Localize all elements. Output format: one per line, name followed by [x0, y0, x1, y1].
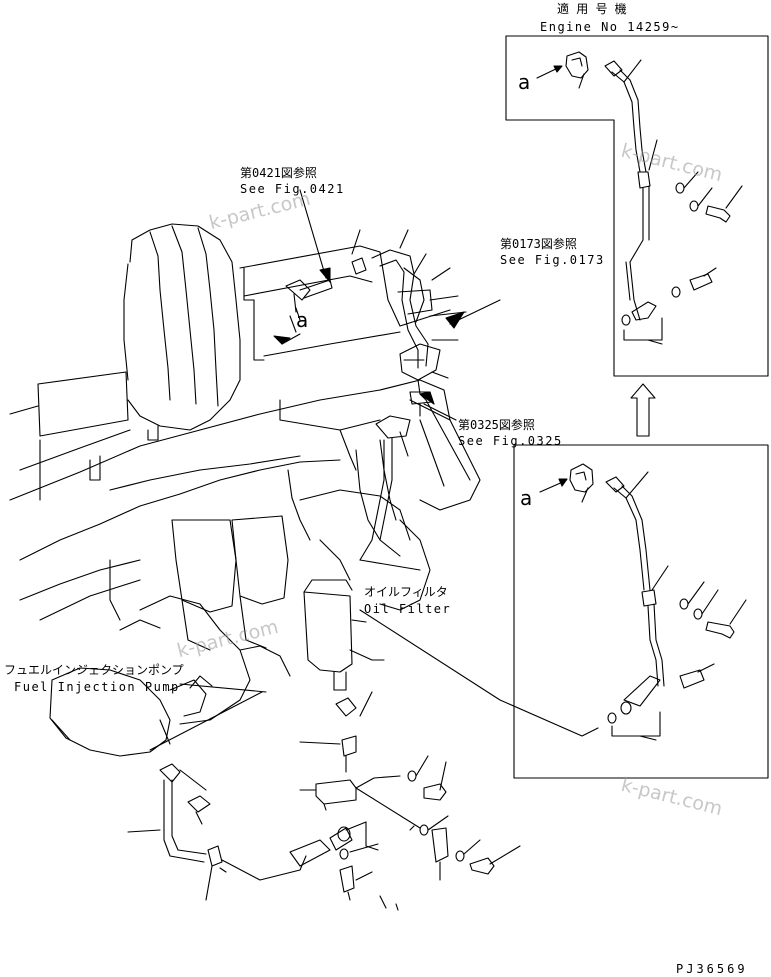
bottom-inset-parts	[539, 463, 747, 741]
inset-frame-bottom	[513, 444, 769, 779]
fuel-pump-label-en: Fuel Injection Pump	[14, 680, 180, 694]
fig0173-ref-en: See Fig.0173	[500, 253, 605, 267]
inset-frame-top	[505, 35, 769, 377]
fig0325-ref-en: See Fig.0325	[458, 434, 563, 448]
oil-filter-label-en: Oil Filter	[364, 602, 452, 616]
drawing-code: PJ36569	[676, 962, 748, 976]
fig0173-ref-jp: 第0173図参照	[500, 237, 577, 251]
leader-line	[359, 609, 599, 737]
oil-filter-body	[303, 591, 353, 673]
lower-pipe-assembly	[127, 691, 521, 911]
oil-filter-label-jp: オイルフィルタ	[364, 585, 448, 599]
callout-a-main: a	[296, 308, 309, 332]
fig0421-ref-jp: 第0421図参照	[240, 166, 317, 180]
callout-a-bottom-inset: a	[520, 486, 533, 510]
arrow-up	[630, 383, 656, 437]
fuel-pump-label-jp: フュエルインジェクションポンプ	[4, 663, 184, 677]
fuel-pump-body	[49, 667, 171, 757]
applicable-model-label: 適 用 号 機	[557, 2, 627, 16]
callout-a-top-inset: a	[518, 70, 531, 94]
fig0421-ref-en: See Fig.0421	[240, 182, 345, 196]
fig0325-ref-jp: 第0325図参照	[458, 418, 535, 432]
upper-pipe-assembly	[273, 189, 501, 561]
top-inset-parts	[536, 51, 743, 345]
engine-number-label: Engine No 14259~	[540, 20, 680, 34]
engine-body	[9, 223, 481, 757]
